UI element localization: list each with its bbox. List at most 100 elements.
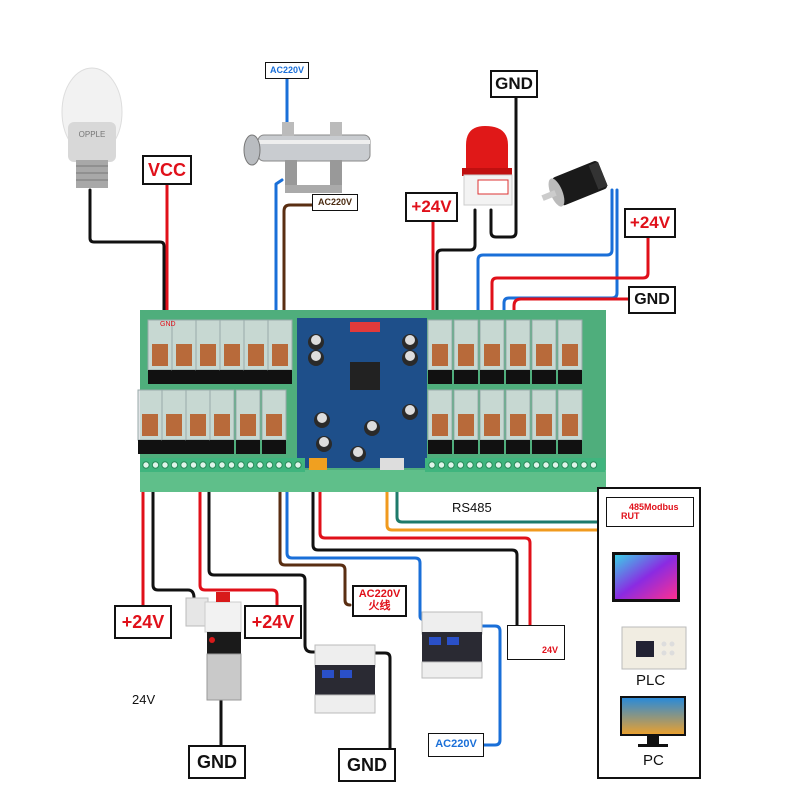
relay-5 [243,319,269,384]
label-gnd-right: GND [628,286,676,314]
modbus-line1: 485Modbus [629,501,679,512]
relay-18 [261,389,287,454]
label-ac220-live: AC220V 火线 [352,585,407,617]
relay-12 [557,319,583,384]
terminal-screw [494,461,503,469]
solenoid-valve-icon [185,592,242,701]
wire-heater-live [282,203,314,322]
label-plc: PLC [636,672,666,689]
terminal-screw [523,461,531,469]
modbus-line2: RUT [621,511,640,521]
terminal-screw [513,461,522,469]
terminal-screw [151,461,160,469]
label-modbus: 485Modbus RUT [606,497,694,527]
terminal-screw [485,461,493,469]
ac-contactor-1-icon [314,644,376,714]
terminal-screw [161,461,169,469]
relay-1 [147,319,173,384]
relay-11 [531,319,557,384]
terminal-screw [542,461,550,469]
terminal-screw [428,461,436,469]
terminal-screw [466,461,474,469]
ac-contactor-2-icon [421,611,483,679]
terminal-screw [199,461,207,469]
relay-2 [171,319,197,384]
label-heater-ac-side: AC220V [312,194,358,211]
terminal-screw [227,461,236,469]
relay-15 [185,389,211,454]
relay-6 [267,319,293,384]
relay-22 [505,389,531,454]
terminal-screw [189,461,198,469]
relay-19 [427,389,453,454]
wire-valve-24v-right [198,468,279,607]
wire-rs485-b [385,468,600,532]
relay-24 [557,389,583,454]
wire-board-live [278,468,352,607]
wire-power-red [318,468,532,627]
pc-monitor-icon [620,696,686,747]
relay-9 [479,319,505,384]
board-gnd-mark: GND [160,321,176,328]
relay-14 [161,389,187,454]
terminal-screw [456,461,465,469]
relay-8 [453,319,479,384]
wire-contactor1-gnd [353,651,392,750]
terminal-screw [246,461,255,469]
wire-24v-motor [490,234,650,322]
terminal-screw [237,461,245,469]
touch-screen-icon [612,552,680,602]
terminal-screw [551,461,560,469]
ac220-live-line2: 火线 [368,600,391,612]
terminal-screw [170,461,179,469]
relay-board: GND [137,310,606,492]
relay-21 [479,389,505,454]
label-24v-right-top: +24V [624,208,676,238]
label-24v-left-top: +24V [405,192,458,222]
label-gnd-contactor: GND [338,748,396,782]
relay-23 [531,389,557,454]
wire-motor-blue-1 [476,188,614,322]
relay-16 [209,389,235,454]
wire-valve-black [151,468,196,600]
terminal-screw [142,461,150,469]
relay-10 [505,319,531,384]
relay-20 [453,389,479,454]
relay-17 [235,389,261,454]
relay-13 [137,389,163,454]
terminal-screw [180,461,188,469]
relay-3 [195,319,221,384]
terminal-screw [218,461,226,469]
wire-contactor1-black [207,468,320,654]
label-supply-24v: 24V [507,625,565,660]
led-bulb-icon: OPPLE [61,67,123,188]
terminal-screw [208,461,217,469]
terminal-screw [437,461,446,469]
wire-power-black [311,468,519,627]
wire-bulb-ground [88,188,166,322]
label-valve-voltage: 24V [132,692,156,707]
dc-motor-icon [541,161,608,207]
label-pc: PC [643,752,664,769]
terminal-screw [580,461,588,469]
wire-board-neutral [285,468,428,622]
wire-gnd-right [512,297,630,322]
terminal-screw [475,461,484,469]
wire-heater-neutral [274,178,284,322]
terminal-screw [504,461,512,469]
label-gnd-top: GND [490,70,538,98]
relay-7 [427,319,453,384]
terminal-screw [447,461,455,469]
bulb-brand: OPPLE [79,130,106,139]
wire-rs485-a [395,468,600,524]
wire-gnd-beacon [489,95,518,239]
terminal-screw [256,461,264,469]
wire-contactor2-ac [454,624,502,747]
terminal-screw [561,461,569,469]
terminal-screw [294,461,302,469]
label-heater-ac-top: AC220V [265,62,309,79]
label-vcc: VCC [142,155,192,185]
pipe-heater-icon [243,122,371,193]
label-24v-valve-left: +24V [114,605,172,639]
